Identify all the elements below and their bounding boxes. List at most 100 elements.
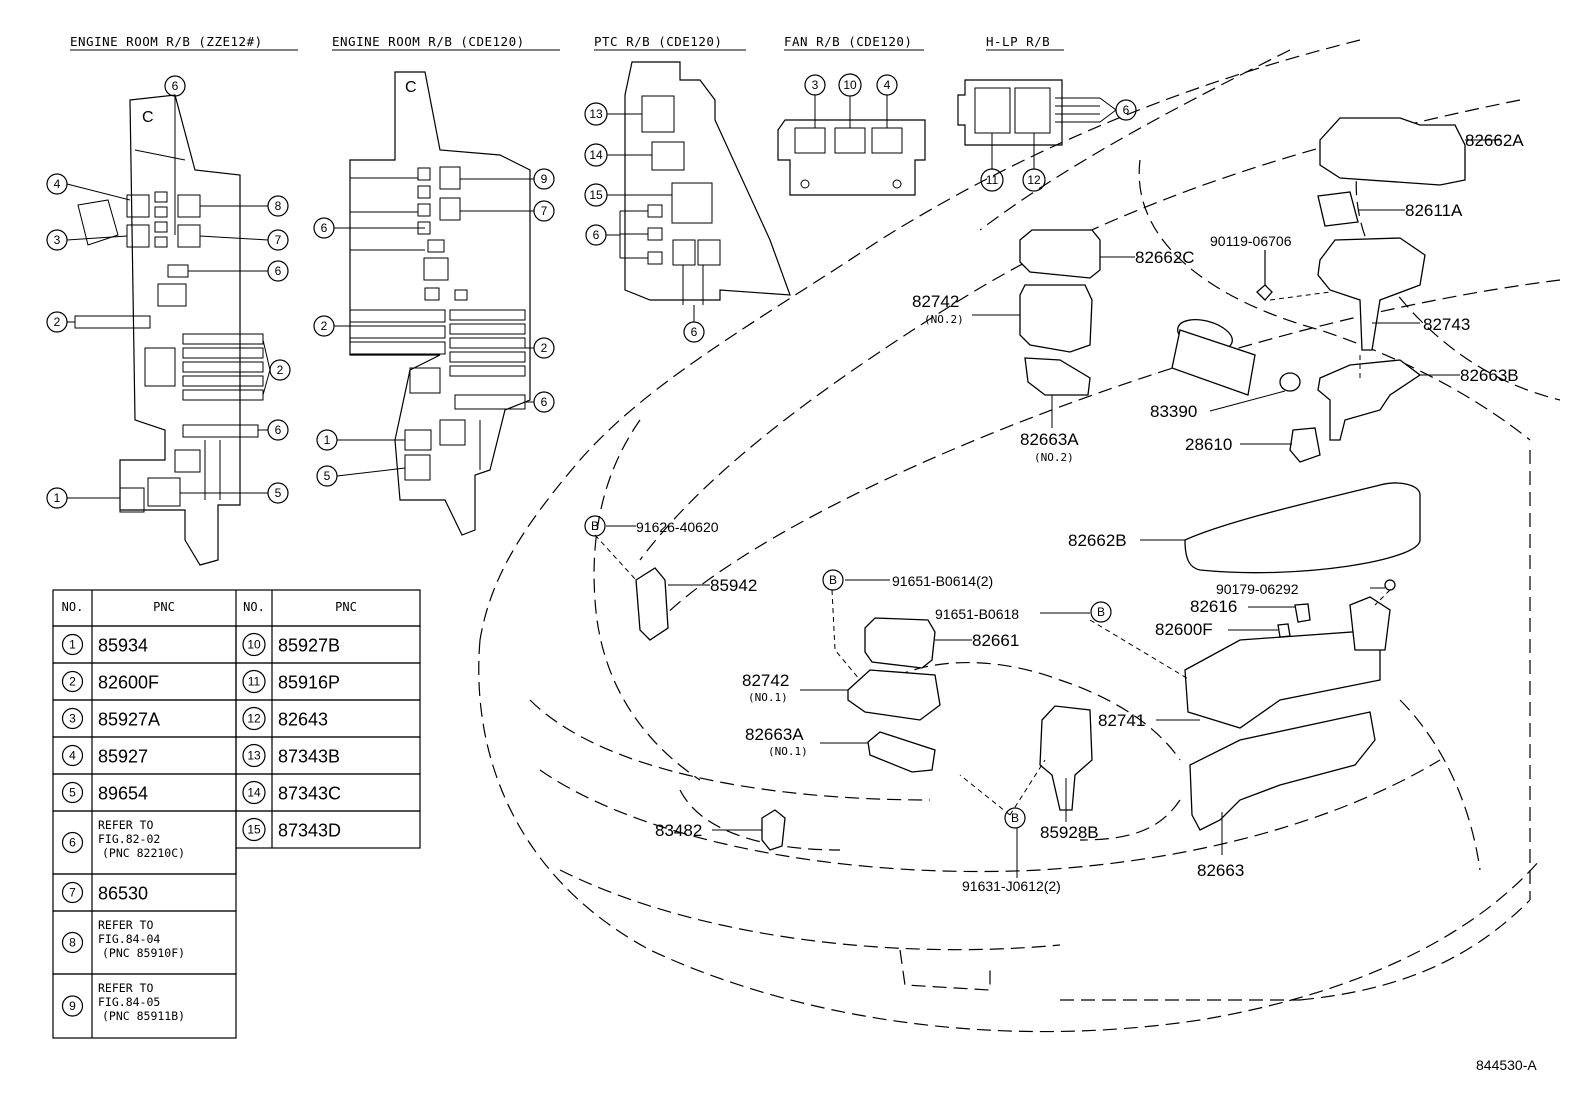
relay-block-zze: C [74, 94, 264, 566]
relay-block-ptc [624, 61, 791, 305]
table-row-no: 13 [247, 749, 261, 763]
label-85942: 85942 [710, 576, 757, 595]
svg-text:3: 3 [54, 233, 61, 247]
svg-text:12: 12 [1027, 173, 1041, 187]
table-row-no: 11 [248, 675, 261, 689]
leader-dashes [594, 291, 1391, 816]
table-header-no-right: NO. [243, 600, 265, 614]
callouts-cde: 9 7 6 2 2 6 1 5 [313, 168, 555, 487]
label-82600F: 82600F [1155, 620, 1213, 639]
figure-number: 844530-A [1476, 1057, 1537, 1073]
table-row-no: 1 [69, 638, 76, 652]
svg-text:C: C [405, 79, 417, 96]
label-82742-no2: 82742 [912, 292, 959, 311]
table-header-no-left: NO. [62, 600, 84, 614]
label-82663A-no2: 82663A [1020, 430, 1079, 449]
svg-text:6: 6 [321, 221, 328, 235]
label-82663A-no2-sub: (NO.2) [1034, 451, 1074, 464]
table-row-no: 14 [247, 786, 261, 800]
table-row-pnc: 87343D [278, 821, 341, 841]
part-drawings [635, 117, 1466, 851]
table-row-pnc: 85934 [98, 636, 148, 656]
table-header-pnc-left: PNC [153, 600, 175, 614]
table-row-pnc: 85927 [98, 747, 148, 767]
svg-text:14: 14 [589, 148, 603, 162]
label-82662A: 82662A [1465, 131, 1524, 150]
svg-text:11: 11 [986, 173, 999, 187]
table-row-no: 10 [247, 638, 261, 652]
svg-text:5: 5 [275, 486, 282, 500]
svg-text:2: 2 [321, 319, 328, 333]
label-82661: 82661 [972, 631, 1019, 650]
svg-text:2: 2 [277, 363, 284, 377]
label-91651-B0614: 91651-B0614(2) [892, 573, 993, 589]
svg-text:6: 6 [172, 79, 179, 93]
label-82741: 82741 [1098, 711, 1145, 730]
table-row-pnc: 82600F [98, 673, 159, 693]
svg-text:5: 5 [324, 469, 331, 483]
header-hlp: H-LP R/B [986, 34, 1050, 49]
relay-block-cde: C [349, 71, 531, 536]
callouts-hlp: 6 11 12 [980, 97, 1137, 192]
table-row-pnc: 87343C [278, 784, 341, 804]
label-82742-no2-sub: (NO.2) [924, 313, 964, 326]
table-row-ref-l1: REFER TO [98, 981, 153, 995]
table-row-no: 15 [247, 823, 261, 837]
bolt-marker-3: B [1097, 605, 1105, 619]
table-row-pnc: 82643 [278, 710, 328, 730]
table-row-ref-l3: (PNC 85911B) [102, 1009, 185, 1023]
label-82742-no1-sub: (NO.1) [748, 691, 788, 704]
label-90179-06292: 90179-06292 [1216, 581, 1299, 597]
label-91651-B0618: 91651-B0618 [935, 606, 1019, 622]
svg-text:6: 6 [541, 395, 548, 409]
table-row-pnc: 85927A [98, 710, 160, 730]
svg-text:1: 1 [54, 491, 61, 505]
svg-text:6: 6 [275, 264, 282, 278]
label-90119-06706: 90119-06706 [1210, 233, 1292, 249]
table-row-no: 4 [69, 749, 76, 763]
section-headers: ENGINE ROOM R/B (ZZE12#) ENGINE ROOM R/B… [70, 34, 1064, 51]
header-cde: ENGINE ROOM R/B (CDE120) [332, 34, 525, 49]
table-row-no: 9 [69, 999, 76, 1013]
header-ptc: PTC R/B (CDE120) [594, 34, 722, 49]
svg-text:6: 6 [593, 228, 600, 242]
bolt-marker-2: B [829, 573, 837, 587]
svg-text:6: 6 [275, 423, 282, 437]
table-row-ref-l1: REFER TO [98, 918, 153, 932]
table-row-pnc: 89654 [98, 784, 148, 804]
table-row-pnc: 85927B [278, 636, 340, 656]
label-82616: 82616 [1190, 597, 1237, 616]
label-82662C: 82662C [1135, 248, 1195, 267]
table-row-ref-l3: (PNC 82210C) [102, 846, 185, 860]
svg-text:7: 7 [275, 233, 282, 247]
table-row-no: 2 [69, 675, 76, 689]
callouts-ptc: 13 14 15 6 6 [584, 102, 705, 343]
label-82611A: 82611A [1405, 201, 1463, 220]
relay-block-fan [777, 119, 926, 196]
label-82662B: 82662B [1068, 531, 1127, 550]
label-82663A-no1: 82663A [745, 725, 804, 744]
table-row-no: 5 [69, 786, 76, 800]
svg-text:7: 7 [541, 204, 548, 218]
table-row-ref-l2: FIG.82-02 [98, 832, 160, 846]
table-row-no: 12 [247, 712, 261, 726]
label-82663: 82663 [1197, 861, 1244, 880]
label-91626-40620: 91626-40620 [636, 519, 719, 535]
table-row-ref-l3: (PNC 85910F) [102, 946, 185, 960]
svg-text:6: 6 [691, 325, 698, 339]
svg-text:4: 4 [884, 78, 891, 92]
table-row-no: 7 [69, 886, 76, 900]
label-83482: 83482 [655, 821, 702, 840]
label-82743: 82743 [1423, 315, 1470, 334]
table-row-pnc: 87343B [278, 747, 340, 767]
table-row-ref-l2: FIG.84-05 [98, 995, 160, 1009]
svg-text:C: C [142, 109, 154, 126]
table-row-no: 6 [69, 836, 76, 850]
part-labels: 82662A 82611A 90119-06706 82743 82662C 8… [606, 131, 1537, 1073]
svg-text:9: 9 [541, 172, 548, 186]
table-row-pnc: 86530 [98, 884, 148, 904]
label-91631-J0612: 91631-J0612(2) [962, 878, 1061, 894]
table-row-ref-l1: REFER TO [98, 818, 153, 832]
